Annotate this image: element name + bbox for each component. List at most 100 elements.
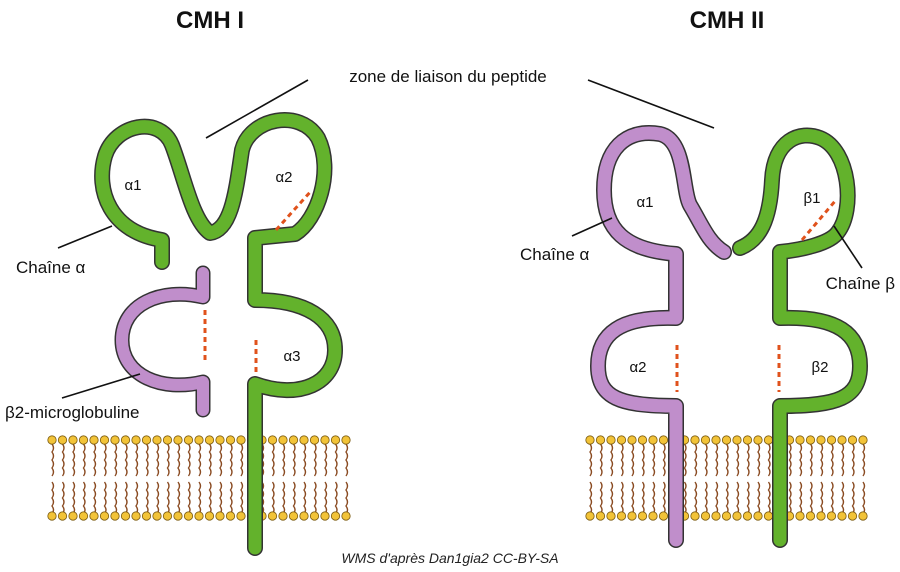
lipid-head [99,435,110,445]
domain-mhc1-a1: α1 [124,177,141,194]
lipid-head [858,511,868,521]
lipid-tail [282,443,286,515]
lipid-head [173,435,183,445]
lipid-tail [788,443,792,515]
lipid-head [141,435,152,445]
mhc2-alpha-chain [591,126,731,547]
lipid-head [732,435,742,445]
leader-binding-right [587,79,715,129]
lipid-head [658,435,669,445]
lipid-head [320,511,330,521]
lipid-head [616,511,627,521]
lipid-head [225,511,236,521]
lipid-head [763,435,774,445]
lipid-head [162,511,173,521]
lipid-tail [851,443,855,515]
lipid-head [47,511,57,521]
lipid-head [267,435,278,445]
lipid-head [204,435,215,445]
lipid-head [236,435,246,445]
lipid-head [215,435,225,445]
lipid-tail [177,443,181,515]
leader-mhc1-alpha [57,225,113,249]
lipid-head [78,511,89,521]
title-mhc1: CMH I [176,7,244,34]
leader-mhc2-alpha [571,217,613,237]
lipid-head [732,511,742,521]
lipid-tail [124,443,128,515]
lipid-tail [620,443,624,515]
lipid-head [711,435,721,445]
leader-binding-left [205,79,309,139]
lipid-head [183,511,194,521]
lipid-tail [51,443,55,515]
label-beta2m: β2-microglobuline [5,403,140,422]
lipid-head [152,435,162,445]
lipid-head [330,435,341,445]
lipid-tail [610,443,614,515]
lipid-tail [799,443,803,515]
lipid-head [721,511,732,521]
lipid-tail [589,443,593,515]
lipid-head [120,511,131,521]
domain-mhc2-a2: α2 [629,359,646,376]
lipid-head [162,435,173,445]
lipid-head [299,511,309,521]
lipid-head [826,435,837,445]
lipid-head [204,511,215,521]
lipid-head [606,435,616,445]
lipid-tail [757,443,761,515]
lipid-tail [292,443,296,515]
lipid-head [89,511,99,521]
lipid-head [616,435,627,445]
lipid-head [68,511,78,521]
lipid-head [795,511,805,521]
lipid-tail [683,443,687,515]
lipid-head [288,435,299,445]
lipid-tail [324,443,328,515]
lipid-head [320,435,330,445]
lipid-head [742,511,753,521]
lipid-tail [862,443,866,515]
lipid-head [278,435,288,445]
lipid-head [753,511,763,521]
label-mhc2-beta-chain: Chaîne β [826,274,896,293]
lipid-head [225,435,236,445]
label-mhc1-alpha-chain: Chaîne α [16,258,86,277]
lipid-head [215,511,225,521]
lipid-tail [166,443,170,515]
domain-mhc2-a1: α1 [636,194,653,211]
lipid-head [288,511,299,521]
lipid-tail [599,443,603,515]
beta2m-chain-fill [116,267,209,416]
lipid-tail [809,443,813,515]
lipid-head [795,435,805,445]
leader-beta2m [61,373,141,399]
lipid-head [330,511,341,521]
label-mhc2-alpha-chain: Chaîne α [520,245,590,264]
lipid-head [173,511,183,521]
lipid-head [742,435,753,445]
leader-lines [57,79,863,399]
credit-text: WMS d'après Dan1gia2 CC-BY-SA [341,550,558,566]
mhc1-complex [94,112,343,556]
lipid-head [627,511,637,521]
lipid-tail [841,443,845,515]
lipid-head [847,435,858,445]
lipid-tail [271,443,275,515]
lipid-head [341,511,351,521]
lipid-tail [736,443,740,515]
lipid-head [805,435,816,445]
lipid-head [99,511,110,521]
lipid-head [309,435,320,445]
lipid-tail [704,443,708,515]
lipid-tail [61,443,65,515]
lipid-head [194,435,204,445]
lipid-tail [830,443,834,515]
lipid-head [690,511,700,521]
lipid-tail [103,443,107,515]
lipid-head [278,511,288,521]
lipid-head [637,511,648,521]
lipid-tail [715,443,719,515]
